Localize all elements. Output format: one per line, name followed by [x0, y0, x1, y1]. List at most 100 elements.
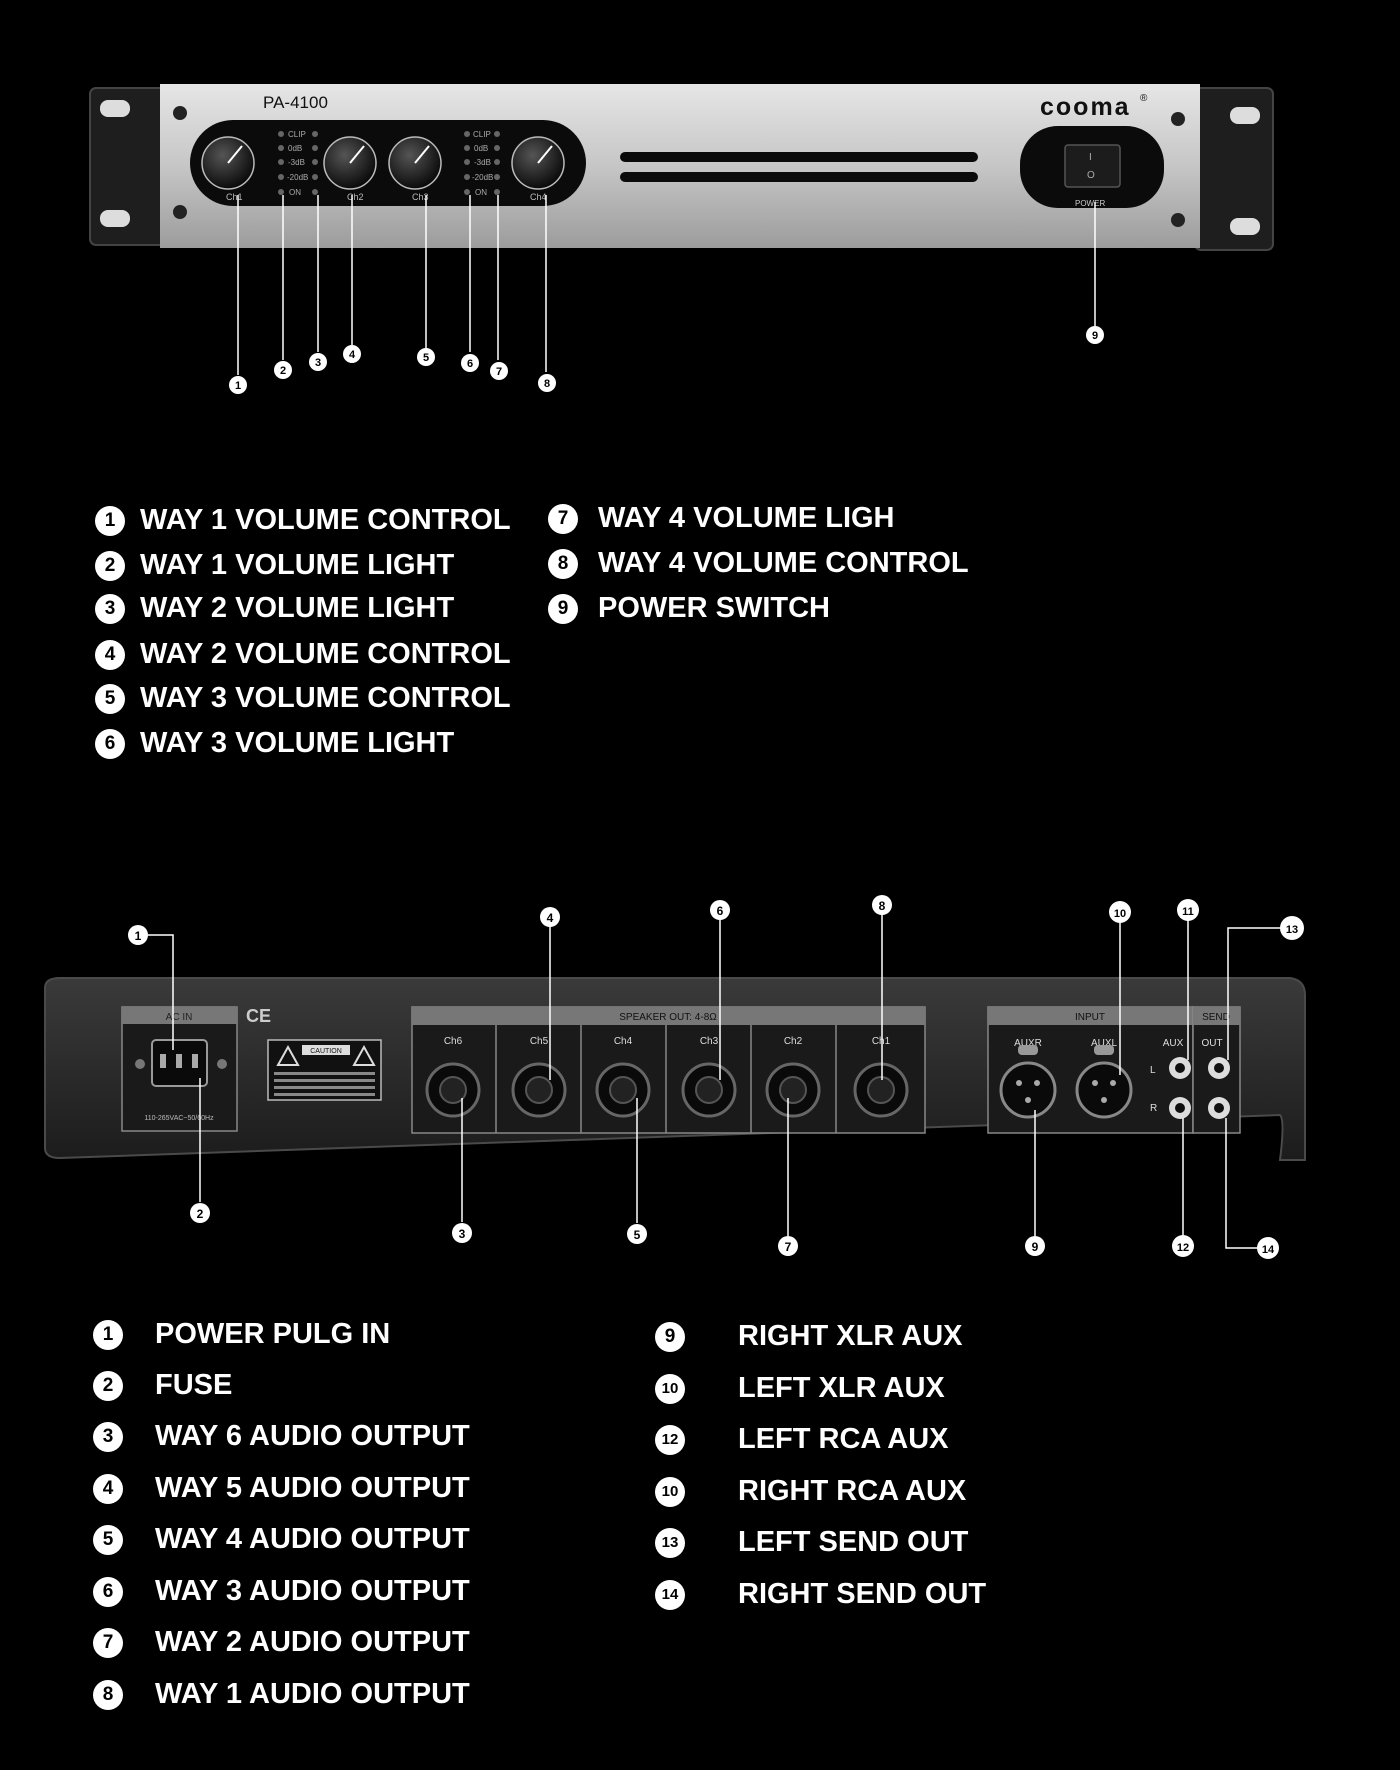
svg-text:Ch6: Ch6: [444, 1036, 463, 1047]
screw: [1171, 213, 1185, 227]
legend-number: 12: [655, 1424, 685, 1455]
speakon-ch2[interactable]: [765, 1062, 821, 1118]
rear-legend-item: 8 WAY 1 AUDIO OUTPUT: [93, 1678, 470, 1711]
callout-3: 3: [315, 357, 321, 369]
rear-legend-item: 9 RIGHT XLR AUX: [655, 1320, 962, 1353]
legend-number: 10: [655, 1476, 685, 1507]
callout-1: 1: [135, 929, 142, 943]
legend-text: WAY 1 VOLUME CONTROL: [140, 504, 511, 536]
speaker-out-header: [412, 1007, 925, 1025]
speaker-channel-labels: Ch6 Ch5 Ch4 Ch3 Ch2 Ch1: [444, 1036, 891, 1047]
led-label-20db: -20dB: [472, 173, 493, 182]
brand-logo: cooma: [1040, 93, 1131, 121]
power-switch[interactable]: I O: [1064, 144, 1121, 188]
ac-rating: 110-265VAC~50/60Hz: [144, 1115, 214, 1122]
input-header: [988, 1007, 1193, 1025]
front-callout-lines: [237, 195, 1096, 375]
caution-title: CAUTION: [310, 1048, 342, 1055]
legend-number: 2: [93, 1370, 123, 1401]
speakon-ch3[interactable]: [681, 1062, 737, 1118]
xlr-aux-left[interactable]: [1075, 1045, 1133, 1119]
callout-7: 7: [496, 366, 502, 378]
callout-1: 1: [235, 380, 241, 392]
callout-11: 11: [1182, 906, 1194, 918]
front-callout-badges: 1 2 3 4 5 6 7 8 9: [229, 326, 1104, 394]
callout-6: 6: [717, 904, 724, 918]
front-legend-item: 6 WAY 3 VOLUME LIGHT: [95, 727, 454, 760]
legend-number: 13: [655, 1527, 685, 1558]
control-panel: [190, 120, 586, 206]
ce-mark: CE: [246, 1006, 271, 1026]
rear-legend-item: 2 FUSE: [93, 1369, 232, 1402]
power-label: POWER: [1075, 199, 1105, 208]
rca-aux-left[interactable]: [1169, 1057, 1191, 1079]
callout-4: 4: [349, 349, 356, 361]
legend-text: WAY 3 VOLUME LIGHT: [140, 727, 455, 759]
speakon-ch6[interactable]: [425, 1062, 481, 1118]
legend-number: 6: [93, 1576, 123, 1607]
xlr-aux-right[interactable]: [999, 1045, 1057, 1119]
send-out-label: OUT: [1201, 1038, 1222, 1049]
ch4-volume-knob[interactable]: [511, 136, 565, 190]
ch1-volume-knob[interactable]: [201, 136, 255, 190]
screw: [217, 1059, 227, 1069]
callout-2: 2: [280, 365, 286, 377]
callout-10: 10: [1114, 908, 1126, 920]
legend-text: LEFT SEND OUT: [738, 1526, 969, 1558]
ac-in-header: [122, 1007, 237, 1024]
auxr-label: AUXR: [1014, 1038, 1042, 1049]
screw: [1171, 112, 1185, 126]
rca-aux-right[interactable]: [1169, 1097, 1191, 1119]
legend-text: WAY 5 AUDIO OUTPUT: [155, 1472, 470, 1504]
legend-text: WAY 3 AUDIO OUTPUT: [155, 1575, 470, 1607]
speakon-ch1[interactable]: [853, 1062, 909, 1118]
speakon-ch5[interactable]: [511, 1062, 567, 1118]
screw: [173, 106, 187, 120]
speaker-dividers: [495, 1025, 837, 1133]
rca-send-right[interactable]: [1208, 1097, 1230, 1119]
led-label-0db: 0dB: [288, 144, 302, 153]
ch1-label: Ch1: [226, 192, 243, 202]
rear-legend-item: 10 RIGHT RCA AUX: [655, 1475, 966, 1508]
legend-number: 4: [93, 1473, 123, 1504]
legend-number: 5: [93, 1524, 123, 1555]
legend-text: WAY 1 VOLUME LIGHT: [140, 549, 455, 581]
legend-number: 9: [655, 1321, 685, 1352]
front-legend-item: 3 WAY 2 VOLUME LIGHT: [95, 592, 454, 625]
legend-text: FUSE: [155, 1369, 233, 1401]
aux-label: AUX: [1163, 1038, 1184, 1049]
front-legend-item: 9 POWER SWITCH: [548, 592, 830, 625]
speakon-ch4[interactable]: [595, 1062, 651, 1118]
iec-power-socket[interactable]: [151, 1039, 208, 1087]
front-panel: PA-4100 cooma ® Ch1 Ch2 Ch3 Ch4: [89, 84, 1274, 394]
rca-send-left[interactable]: [1208, 1057, 1230, 1079]
rear-panel: AC IN 110-265VAC~50/60Hz CE CAUTION SPEA…: [44, 895, 1306, 1259]
rear-callout-badges: 1 2 3 4 5 6 7 8 9 10 11 12 13 14: [128, 895, 1304, 1259]
ch3-volume-knob[interactable]: [388, 136, 442, 190]
rear-legend-item: 13 LEFT SEND OUT: [655, 1526, 968, 1559]
led-label-3db: -3dB: [474, 158, 491, 167]
svg-text:Ch1: Ch1: [872, 1036, 891, 1047]
legend-text: LEFT XLR AUX: [738, 1372, 945, 1404]
legend-number: 2: [95, 550, 125, 581]
front-legend-item: 5 WAY 3 VOLUME CONTROL: [95, 682, 511, 715]
legend-number: 5: [95, 683, 125, 714]
legend-text: WAY 4 AUDIO OUTPUT: [155, 1523, 470, 1555]
ch4-label: Ch4: [530, 192, 547, 202]
legend-text: WAY 4 VOLUME CONTROL: [598, 547, 969, 579]
legend-number: 6: [95, 728, 125, 759]
callout-3: 3: [459, 1227, 466, 1241]
legend-text: WAY 2 VOLUME CONTROL: [140, 638, 511, 670]
callout-7: 7: [785, 1240, 792, 1254]
ch2-volume-knob[interactable]: [323, 136, 377, 190]
ch3-label: Ch3: [412, 192, 429, 202]
legend-text: WAY 2 VOLUME LIGHT: [140, 592, 455, 624]
caution-label: CAUTION: [267, 1039, 382, 1101]
send-label: SEND: [1202, 1012, 1230, 1023]
front-legend-item: 2 WAY 1 VOLUME LIGHT: [95, 549, 454, 582]
led-label-clip: CLIP: [288, 130, 306, 139]
led-group-ch3-ch4: CLIP 0dB -3dB -20dB ON: [464, 130, 500, 197]
callout-8: 8: [544, 378, 550, 390]
front-legend-item: 4 WAY 2 VOLUME CONTROL: [95, 638, 511, 671]
switch-on-mark: I: [1089, 152, 1092, 163]
